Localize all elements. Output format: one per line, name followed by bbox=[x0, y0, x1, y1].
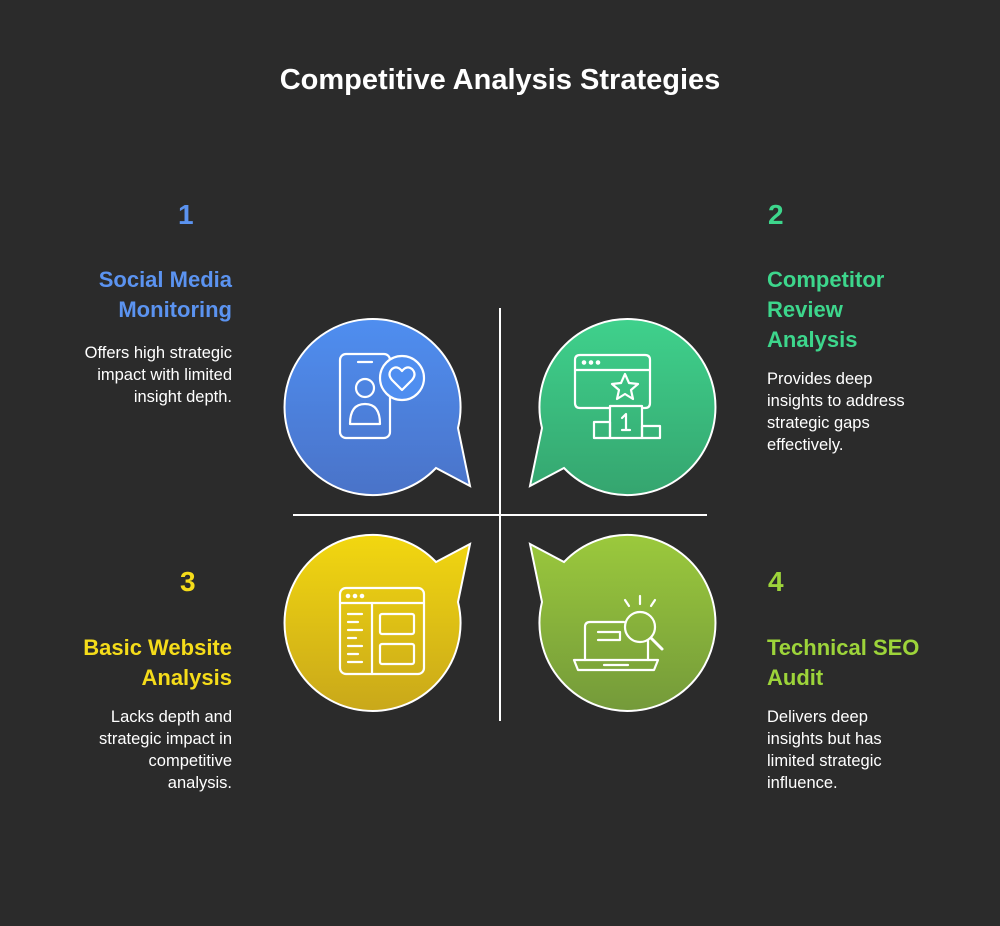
heading-line: Analysis bbox=[767, 327, 858, 352]
quadrant-3-number: 3 bbox=[180, 566, 196, 597]
description-line: limited strategic bbox=[767, 752, 882, 770]
description-line: impact with limited bbox=[97, 366, 232, 384]
quadrant-1-number: 1 bbox=[178, 199, 194, 230]
quadrant-4-description: Delivers deep insights but has limited s… bbox=[767, 706, 882, 794]
description-line: strategic impact in bbox=[99, 730, 232, 748]
quadrant-2-heading: Competitor Review Analysis bbox=[767, 265, 884, 355]
heading-line: Analysis bbox=[141, 665, 233, 690]
page-title: Competitive Analysis Strategies bbox=[279, 64, 721, 96]
description-line: insight depth. bbox=[133, 388, 232, 406]
quadrant-1-description: Offers high strategic impact with limite… bbox=[85, 342, 232, 408]
quadrant-4-number: 4 bbox=[768, 566, 784, 597]
description-line: Offers high strategic bbox=[84, 344, 232, 362]
heading-line: Technical SEO bbox=[767, 635, 920, 660]
description-line: analysis. bbox=[167, 774, 232, 792]
phone-user-heart-icon bbox=[338, 352, 426, 440]
quadrant-4-heading: Technical SEO Audit bbox=[767, 633, 919, 693]
bubble-1 bbox=[283, 318, 472, 497]
quadrant-3-heading: Basic Website Analysis bbox=[83, 633, 232, 693]
description-line: strategic gaps bbox=[767, 414, 870, 432]
heading-line: Audit bbox=[767, 665, 824, 690]
description-line: effectively. bbox=[767, 436, 844, 454]
description-line: Lacks depth and bbox=[110, 708, 232, 726]
description-line: Delivers deep bbox=[767, 708, 868, 726]
bubble-3 bbox=[283, 533, 472, 712]
quadrant-2-description: Provides deep insights to address strate… bbox=[767, 368, 905, 456]
heading-line: Social Media bbox=[98, 267, 232, 292]
description-line: competitive bbox=[148, 752, 232, 770]
website-layout-icon bbox=[338, 586, 426, 676]
quadrant-3-description: Lacks depth and strategic impact in comp… bbox=[99, 706, 232, 794]
description-line: insights to address bbox=[767, 392, 905, 410]
laptop-magnifier-icon bbox=[572, 594, 664, 672]
heading-line: Review bbox=[767, 297, 843, 322]
description-line: insights but has bbox=[767, 730, 882, 748]
heading-line: Basic Website bbox=[83, 635, 232, 660]
heading-line: Monitoring bbox=[118, 297, 232, 322]
heading-line: Competitor bbox=[767, 267, 885, 292]
quadrant-1-heading: Social Media Monitoring bbox=[99, 265, 232, 325]
description-line: Provides deep bbox=[767, 370, 873, 388]
browser-star-podium-icon bbox=[573, 353, 662, 440]
description-line: influence. bbox=[767, 774, 838, 792]
quadrant-2-number: 2 bbox=[768, 199, 784, 230]
